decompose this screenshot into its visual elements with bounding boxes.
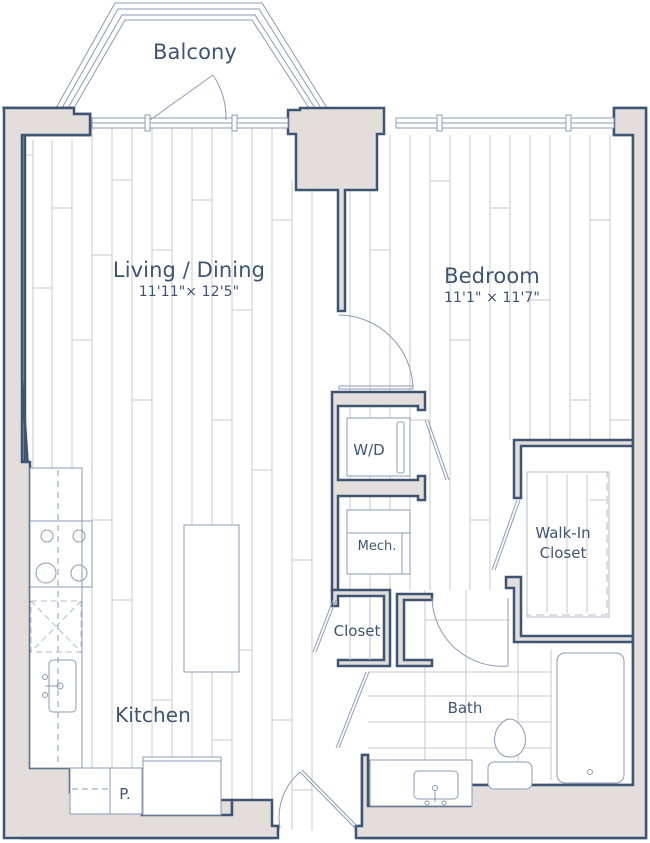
balcony-railing	[55, 2, 328, 109]
mechanical-label: Mech.	[357, 539, 397, 554]
bath-tile-floor	[368, 590, 552, 780]
washer-dryer	[346, 417, 411, 477]
dishwasher	[30, 600, 82, 653]
bedroom-name: Bedroom	[444, 264, 540, 288]
mechanical-unit	[346, 509, 411, 575]
bathtub[interactable]	[556, 652, 625, 784]
bedroom-dimensions: 11'1" × 11'7"	[444, 290, 540, 306]
washer-dryer-label: W/D	[353, 441, 385, 459]
toilet[interactable]	[487, 718, 533, 790]
wood-floor-living	[22, 125, 313, 830]
living-dining-label: Living / Dining 11'11"× 12'5"	[112, 258, 266, 300]
hall-bath-door[interactable]	[335, 671, 370, 749]
bedroom-label: Bedroom 11'1" × 11'7"	[444, 264, 540, 306]
walk-in-closet-door[interactable]	[491, 499, 521, 571]
pantry[interactable]	[69, 767, 143, 815]
pantry-label: P.	[119, 785, 131, 803]
closet-label: Closet	[333, 622, 381, 640]
walk-in-closet-line1: Walk-In	[535, 524, 591, 542]
refrigerator[interactable]	[142, 756, 222, 816]
kitchen-counter	[29, 467, 83, 769]
walk-in-closet-shelf	[526, 471, 610, 618]
closet-shelf	[349, 598, 371, 660]
kitchen-label: Kitchen	[115, 703, 191, 727]
living-dining-name: Living / Dining	[112, 258, 266, 282]
closet-door[interactable]	[312, 599, 337, 653]
stove[interactable]	[29, 520, 93, 588]
walk-in-closet-line2: Closet	[539, 544, 587, 562]
bath-door[interactable]	[431, 597, 509, 667]
wd-door[interactable]	[424, 419, 450, 481]
balcony-label: Balcony	[153, 40, 237, 64]
bedroom-door[interactable]	[338, 314, 414, 390]
kitchen-island	[183, 524, 240, 673]
living-dining-dimensions: 11'11"× 12'5"	[138, 284, 240, 300]
walk-in-closet-label: Walk-In Closet	[535, 523, 590, 563]
bath-label: Bath	[447, 699, 483, 717]
balcony-door[interactable]	[149, 74, 227, 121]
entry-door[interactable]	[278, 769, 358, 829]
kitchen-sink[interactable]	[42, 659, 77, 713]
bath-vanity[interactable]	[369, 759, 473, 807]
windows	[91, 114, 615, 132]
